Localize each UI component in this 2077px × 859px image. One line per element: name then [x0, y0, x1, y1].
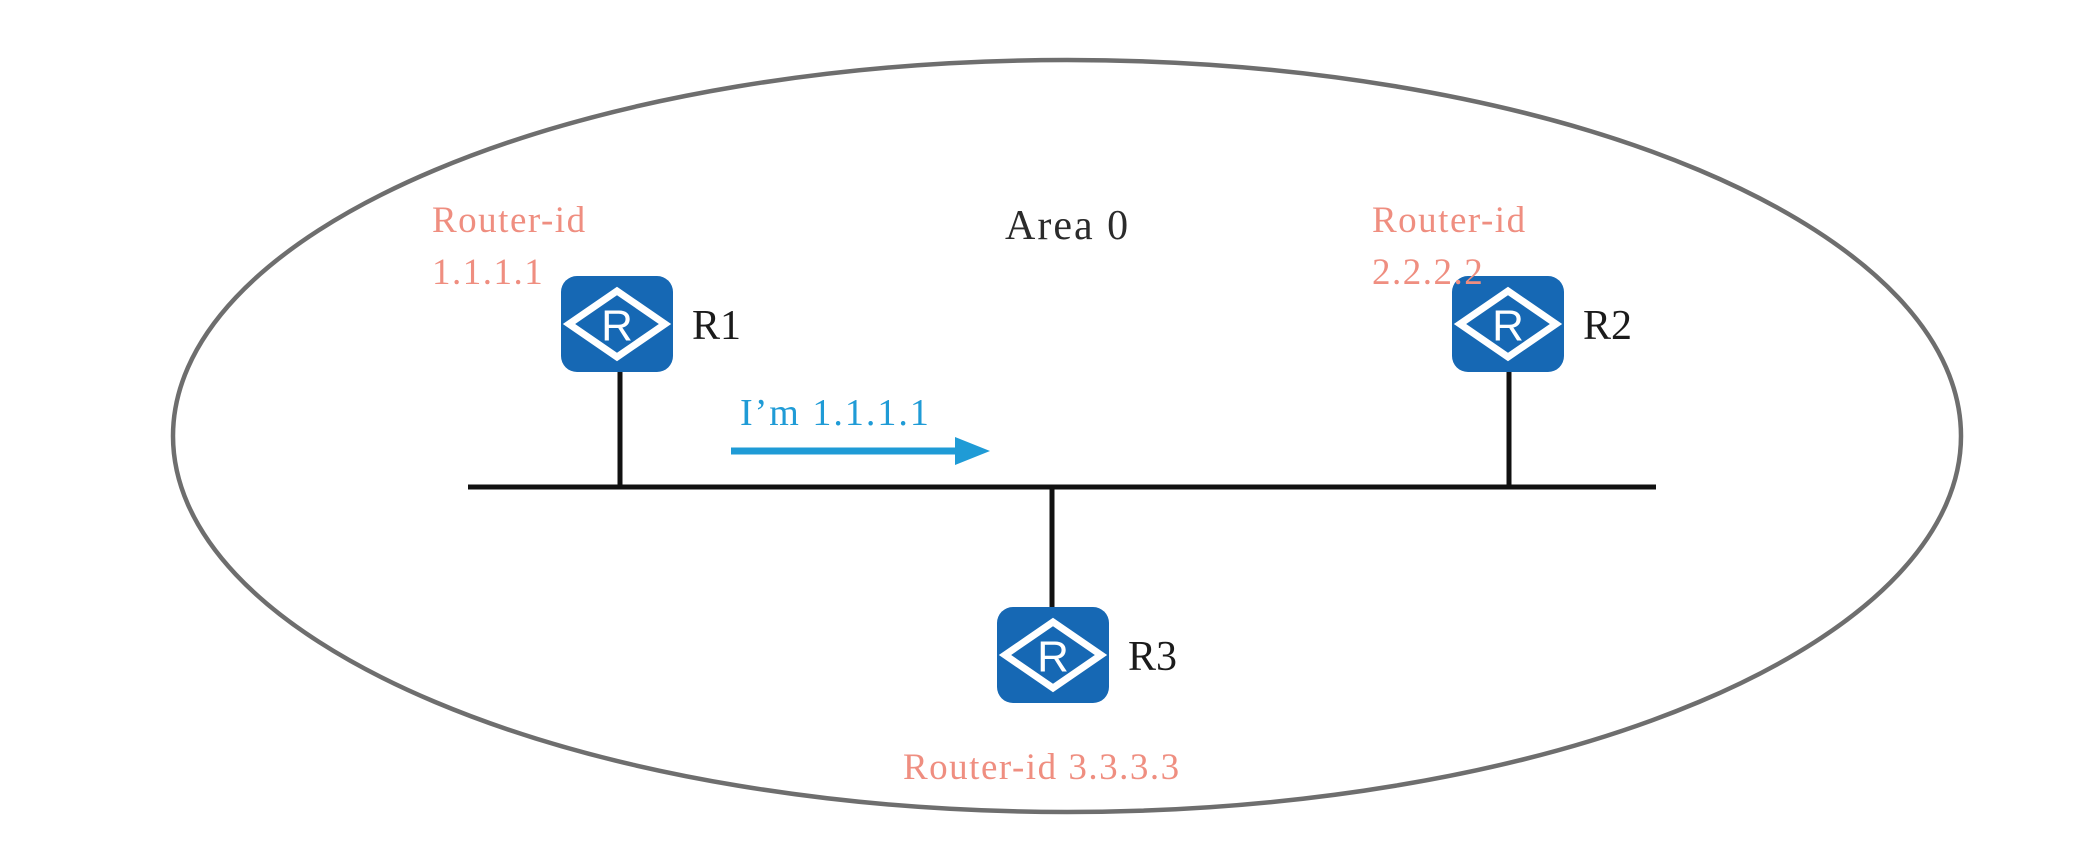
router-id-value-r2: 2.2.2.2 [1372, 252, 1484, 293]
router-icon [1452, 276, 1564, 372]
router-diamond-icon [562, 286, 672, 362]
router-node-r3[interactable]: R [997, 607, 1109, 703]
router-node-r2[interactable]: R [1452, 276, 1564, 372]
router-glyph-letter: R [601, 302, 633, 351]
area-ellipse [170, 57, 1964, 815]
router-glyph-letter: R [1492, 302, 1524, 351]
router-label-r2: R2 [1583, 303, 1632, 349]
router-icon [561, 276, 673, 372]
router-glyph-letter: R [1037, 633, 1069, 682]
flow-annotation-label: I’m 1.1.1.1 [740, 392, 931, 434]
router-id-label-r1-line1: Router-id [432, 200, 587, 241]
area-label: Area 0 [1005, 203, 1130, 249]
router-id-value-r1: 1.1.1.1 [432, 252, 544, 293]
router-id-label-r2-line1: Router-id [1372, 200, 1527, 241]
router-id-label-r3: Router-id 3.3.3.3 [903, 747, 1181, 788]
router-icon [997, 607, 1109, 703]
router-diamond-icon [998, 617, 1108, 693]
router-label-r1: R1 [692, 303, 741, 349]
router-label-r3: R3 [1128, 634, 1177, 680]
router-node-r1[interactable]: R [561, 276, 673, 372]
arrow-right-icon [731, 437, 990, 465]
router-diamond-icon [1453, 286, 1563, 362]
